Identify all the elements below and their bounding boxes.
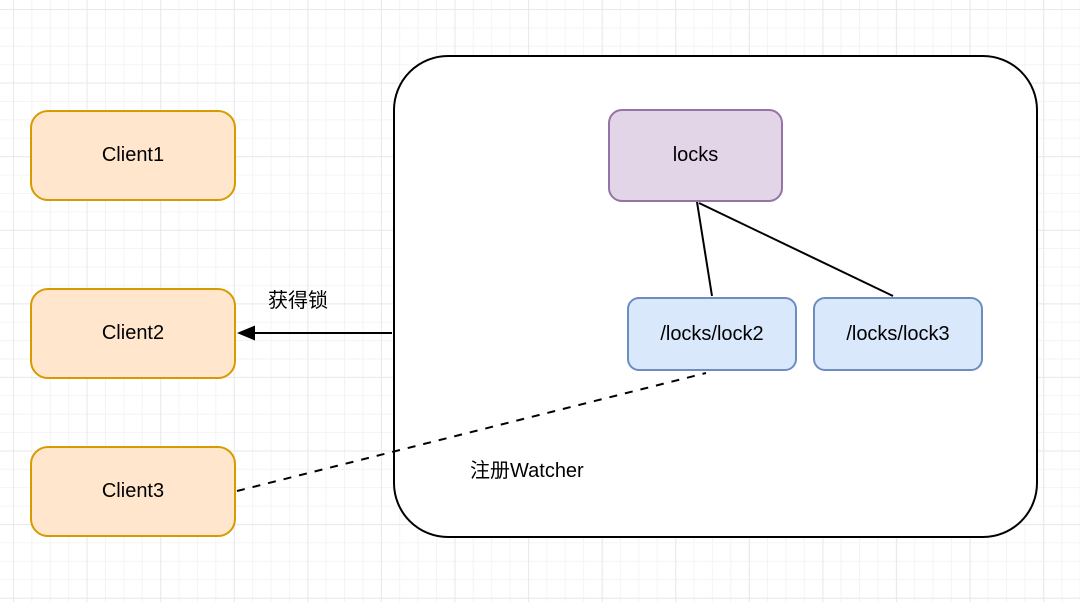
node-client2-label: Client2 (101, 322, 165, 344)
edge-label-register-watcher: 注册Watcher (470, 460, 584, 482)
edge-label-acquire-lock: 获得锁 (268, 290, 328, 312)
node-client1-label: Client1 (101, 144, 165, 166)
node-lock2: /locks/lock2 (627, 297, 797, 371)
node-lock3-label: /locks/lock3 (846, 322, 950, 345)
node-client3-label: Client3 (101, 480, 165, 502)
node-client3: Client3 (30, 446, 236, 537)
arrowhead-left-icon (237, 325, 255, 341)
node-locks-root-label: locks (672, 144, 719, 166)
node-lock3: /locks/lock3 (813, 297, 983, 371)
node-client2: Client2 (30, 288, 236, 379)
node-lock2-label: /locks/lock2 (660, 322, 764, 345)
node-client1: Client1 (30, 110, 236, 201)
node-locks-root: locks (608, 109, 783, 202)
